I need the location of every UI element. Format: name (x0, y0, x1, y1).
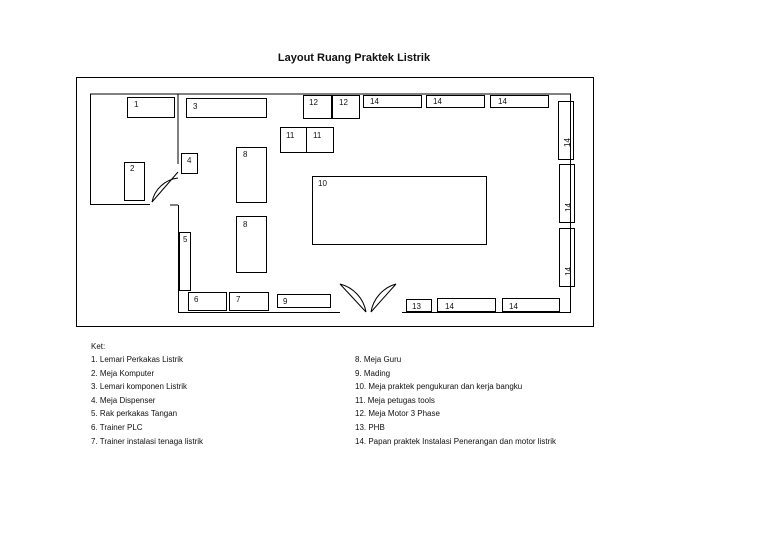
lemari-perkakas-listrik-box (127, 97, 175, 118)
trainer-instalasi-tenaga-listrik-box (229, 292, 269, 311)
legend-item: 14. Papan praktek Instalasi Penerangan d… (355, 436, 557, 446)
legend-left-column: 1. Lemari Perkakas Listrik 2. Meja Komput… (91, 353, 203, 448)
office-door (151, 171, 179, 203)
papan-praktek-top-1-box (363, 95, 422, 108)
meja-praktek-pengukuran-label: 10 (318, 179, 327, 188)
legend-item: 10. Meja praktek pengukuran dan kerja ba… (355, 382, 523, 392)
meja-komputer-box (124, 162, 145, 201)
meja-guru-1-box (236, 147, 267, 203)
trainer-plc-box (188, 292, 227, 311)
legend-item: 11. Meja petugas tools (355, 395, 435, 405)
lemari-perkakas-listrik-label: 1 (134, 100, 139, 109)
trainer-plc-label: 6 (194, 295, 199, 304)
papan-praktek-top-2-box (426, 95, 485, 108)
legend-item: 5. Rak perkakas Tangan (91, 409, 178, 419)
legend-item: 6. Trainer PLC (91, 422, 143, 432)
legend-item: 3. Lemari komponen Listrik (91, 382, 188, 392)
papan-praktek-top-3-box (490, 95, 549, 108)
papan-praktek-bottom-1-box (437, 298, 496, 312)
papan-praktek-top-2-label: 14 (433, 97, 442, 106)
legend-item: 1. Lemari Perkakas Listrik (91, 355, 184, 364)
papan-praktek-right-2-box (559, 164, 575, 223)
legend-item: 4. Meja Dispenser (91, 395, 156, 405)
meja-motor-3-phase-1-box (303, 95, 332, 119)
papan-praktek-right-1-label: 14 (563, 138, 572, 147)
meja-petugas-tools-2-box (306, 127, 334, 153)
office-room-wall (90, 93, 179, 205)
phb-box (406, 299, 432, 312)
lemari-komponen-listrik-label: 3 (193, 102, 198, 111)
lemari-komponen-listrik-box (186, 98, 267, 118)
legend-item: 12. Meja Motor 3 Phase (355, 409, 440, 419)
meja-petugas-tools-1-label: 11 (286, 131, 295, 140)
meja-guru-2-box (236, 216, 267, 273)
mading-box (277, 294, 331, 308)
papan-praktek-right-1-box (558, 101, 574, 160)
main-door (339, 283, 397, 313)
legend-item: 13. PHB (355, 422, 385, 432)
rak-perkakas-tangan-label: 5 (183, 235, 188, 244)
meja-dispenser-box (181, 153, 198, 174)
papan-praktek-right-2-label: 14 (564, 203, 573, 212)
meja-petugas-tools-2-label: 11 (313, 131, 322, 140)
papan-praktek-bottom-2-label: 14 (509, 302, 518, 311)
papan-praktek-right-3-box (559, 228, 575, 287)
legend-item: 7. Trainer instalasi tenaga listrik (91, 436, 204, 446)
trainer-instalasi-tenaga-listrik-label: 7 (236, 295, 241, 304)
legend-right-column: 8. Meja Guru 9. Mading 10. Meja praktek pe… (355, 353, 556, 448)
meja-praktek-pengukuran-box (312, 176, 487, 245)
meja-motor-3-phase-2-box (332, 95, 360, 119)
legend-item: 8. Meja Guru (355, 355, 402, 364)
main-room-wall (178, 93, 571, 313)
legend-item: 2. Meja Komputer (91, 368, 155, 378)
diagram-title: Layout Ruang Praktek Listrik (277, 52, 431, 64)
papan-praktek-top-1-label: 14 (370, 97, 379, 106)
legend-heading: Ket: (91, 342, 106, 351)
papan-praktek-top-3-label: 14 (498, 97, 507, 106)
papan-praktek-bottom-2-box (502, 298, 560, 312)
mading-label: 9 (283, 297, 288, 306)
meja-komputer-label: 2 (130, 164, 135, 173)
outer-frame (76, 77, 594, 327)
rak-perkakas-tangan-box (179, 232, 191, 291)
papan-praktek-right-3-label: 14 (564, 267, 573, 276)
meja-motor-3-phase-1-label: 12 (309, 98, 318, 107)
meja-motor-3-phase-2-label: 12 (339, 98, 348, 107)
meja-dispenser-label: 4 (187, 156, 192, 165)
papan-praktek-bottom-1-label: 14 (445, 302, 454, 311)
phb-label: 13 (412, 302, 421, 311)
meja-guru-2-label: 8 (243, 220, 248, 229)
meja-guru-1-label: 8 (243, 150, 248, 159)
legend-item: 9. Mading (355, 368, 391, 378)
